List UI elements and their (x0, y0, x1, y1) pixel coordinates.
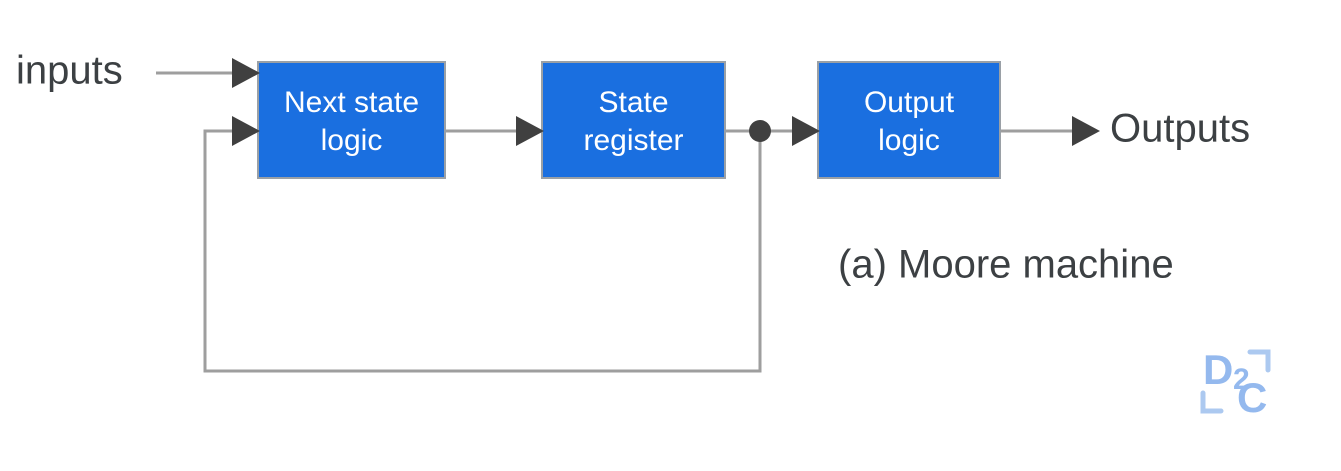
block-state-register-line1: State (598, 86, 668, 119)
input-label: inputs (16, 49, 123, 93)
arrow-right-icon-inputs (232, 58, 260, 88)
arrow-right-icon-state-to-output (792, 116, 820, 146)
arrow-right-icon-next-to-state (516, 116, 544, 146)
block-state-register-rect (541, 61, 726, 179)
block-state-register[interactable]: State register (541, 61, 726, 179)
watermark-letter-c: C (1237, 374, 1267, 421)
watermark-d2c-logo: D 2 C (1200, 346, 1271, 421)
block-output-logic-line2: logic (878, 124, 940, 157)
block-output-logic-line1: Output (864, 86, 955, 119)
arrow-right-icon-feedback (232, 116, 260, 146)
block-next-state-logic[interactable]: Next state logic (257, 61, 446, 179)
watermark-bracket-top-right-icon (1247, 349, 1271, 373)
watermark-bracket-bottom-left-icon (1200, 390, 1224, 414)
output-label: Outputs (1110, 107, 1250, 151)
junction-dot-icon (749, 120, 771, 142)
block-next-state-logic-rect (257, 61, 446, 179)
watermark-letter-2: 2 (1233, 363, 1250, 396)
watermark-letter-d: D (1203, 346, 1233, 393)
arrow-right-icon-outputs (1072, 116, 1100, 146)
block-next-state-logic-line2: logic (321, 124, 383, 157)
block-state-register-line2: register (583, 124, 683, 157)
block-output-logic-rect (817, 61, 1001, 179)
wire-feedback-loop (203, 129, 762, 373)
block-next-state-logic-line1: Next state (284, 86, 419, 119)
block-output-logic[interactable]: Output logic (817, 61, 1001, 179)
figure-caption: (a) Moore machine (838, 243, 1174, 287)
